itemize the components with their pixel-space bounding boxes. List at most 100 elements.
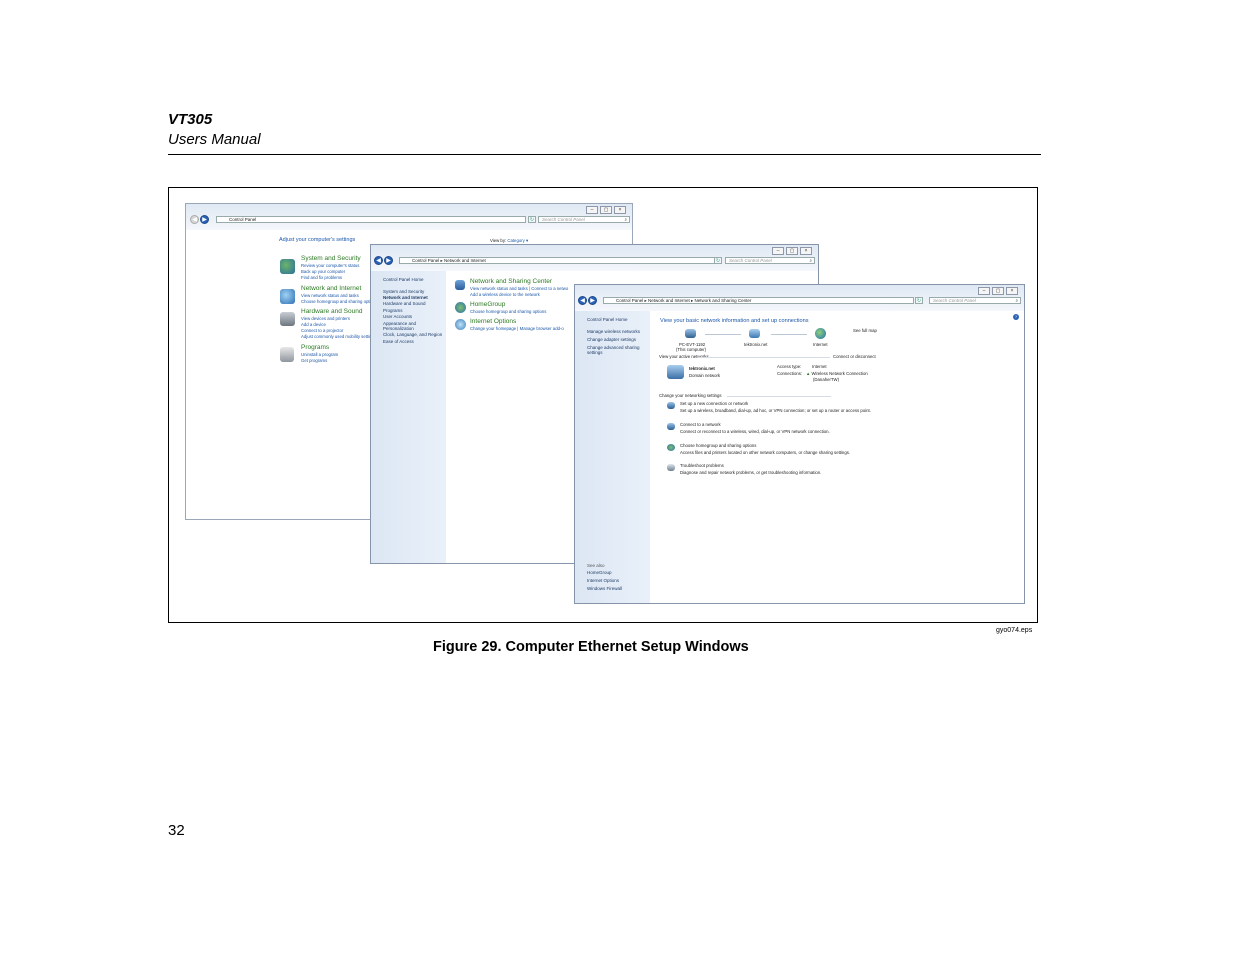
refresh-button[interactable]: ↻: [714, 257, 722, 264]
system-security-icon: [280, 259, 295, 274]
section-link[interactable]: Add a wireless device to the network: [470, 292, 540, 297]
close-button[interactable]: ×: [1006, 287, 1018, 295]
see-full-map-link[interactable]: See full map: [853, 328, 877, 333]
map-connector: [705, 334, 741, 335]
sidebar-item[interactable]: Ease of Access: [383, 339, 414, 344]
back-button[interactable]: ◀: [374, 256, 383, 265]
address-bar[interactable]: Control Panel ▸ Network and Internet: [399, 257, 716, 264]
back-button[interactable]: ◀: [578, 296, 587, 305]
refresh-button[interactable]: ↻: [915, 297, 923, 304]
address-bar[interactable]: Control Panel ▸ Network and Internet ▸ N…: [603, 297, 914, 304]
maximize-button[interactable]: ▢: [786, 247, 798, 255]
forward-button[interactable]: ▶: [384, 256, 393, 265]
address-bar[interactable]: Control Panel: [216, 216, 526, 223]
section-link[interactable]: View network status and tasks | Connect …: [470, 286, 569, 291]
category-link[interactable]: Add a device: [301, 322, 326, 327]
page-heading: Adjust your computer's settings: [279, 237, 356, 243]
globe-icon: [815, 328, 826, 339]
category-link[interactable]: Choose homegroup and sharing options: [301, 299, 378, 304]
category-link[interactable]: Uninstall a program: [301, 352, 339, 357]
maximize-button[interactable]: ▢: [992, 287, 1004, 295]
sidebar-item-home[interactable]: Control Panel Home: [383, 277, 424, 282]
see-also-link[interactable]: Windows Firewall: [587, 586, 623, 591]
sidebar-item[interactable]: Change adapter settings: [587, 337, 637, 342]
minimize-button[interactable]: –: [772, 247, 784, 255]
connections-label: Connections:: [777, 371, 803, 376]
back-button[interactable]: ◀: [190, 215, 199, 224]
connect-network-icon: [667, 423, 675, 430]
sidebar-item[interactable]: Clock, Language, and Region: [383, 332, 443, 337]
category-link[interactable]: View devices and printers: [301, 316, 350, 321]
section-title[interactable]: HomeGroup: [470, 301, 506, 308]
manual-title: VT305: [168, 111, 213, 128]
signal-icon: ▲: [806, 371, 811, 376]
sidebar-item[interactable]: System and Security: [383, 289, 425, 294]
refresh-button[interactable]: ↻: [528, 216, 536, 223]
page-heading: View your basic network information and …: [660, 318, 809, 324]
window-titlebar: –▢× ◀ ▶ Control Panel ▸ Network and Inte…: [575, 285, 1024, 311]
computer-icon: [685, 329, 696, 338]
category-link[interactable]: Connect to a projector: [301, 328, 344, 333]
task-link[interactable]: Connect to a network: [680, 422, 721, 427]
sidebar-item[interactable]: Programs: [383, 308, 403, 313]
minimize-button[interactable]: –: [978, 287, 990, 295]
sidebar-item[interactable]: User Accounts: [383, 314, 413, 319]
sidebar-item[interactable]: Change advanced sharing: [587, 345, 640, 350]
task-link[interactable]: Set up a new connection or network: [680, 401, 749, 406]
window-titlebar: –▢× ◀ ▶ Control Panel ↻ Search Control P…: [186, 204, 632, 230]
category-link[interactable]: Get programs: [301, 358, 328, 363]
minimize-button[interactable]: –: [586, 206, 598, 214]
access-type-value: Internet: [812, 364, 827, 369]
view-by-dropdown[interactable]: Category: [507, 238, 525, 243]
search-icon: ⌕: [1015, 298, 1018, 303]
search-input[interactable]: Search Control Panel⌕: [725, 257, 815, 264]
window-titlebar: –▢× ◀ ▶ Control Panel ▸ Network and Inte…: [371, 245, 818, 271]
forward-button[interactable]: ▶: [588, 296, 597, 305]
category-title[interactable]: Programs: [301, 344, 330, 351]
category-link[interactable]: Review your computer's status: [301, 263, 360, 268]
help-icon[interactable]: ?: [1013, 314, 1019, 320]
sidebar-item-selected[interactable]: Network and Internet: [383, 295, 428, 300]
section-link[interactable]: Choose homegroup and sharing options: [470, 309, 547, 314]
search-input[interactable]: Search Control Panel⌕: [538, 216, 630, 223]
connections-link-ssid[interactable]: (DanaherTW): [813, 377, 840, 382]
category-link[interactable]: View network status and tasks: [301, 293, 359, 298]
manual-subtitle: Users Manual: [168, 131, 261, 148]
category-title[interactable]: System and Security: [301, 255, 361, 262]
sidebar-item-home[interactable]: Control Panel Home: [587, 317, 628, 322]
network-name: tektronix.net: [689, 366, 715, 371]
category-link[interactable]: Adjust commonly used mobility settings: [301, 334, 376, 339]
network-icon: [749, 329, 760, 338]
close-button[interactable]: ×: [614, 206, 626, 214]
category-link[interactable]: Back up your computer: [301, 269, 346, 274]
figure-frame: –▢× ◀ ▶ Control Panel ↻ Search Control P…: [168, 187, 1038, 623]
access-type-label: Access type:: [777, 364, 802, 369]
network-type: Domain network: [689, 373, 721, 378]
figure-caption: Figure 29. Computer Ethernet Setup Windo…: [433, 639, 749, 655]
task-link[interactable]: Choose homegroup and sharing options: [680, 443, 757, 448]
task-link[interactable]: Troubleshoot problems: [680, 463, 724, 468]
maximize-button[interactable]: ▢: [600, 206, 612, 214]
connect-disconnect-link[interactable]: Connect or disconnect: [833, 354, 876, 359]
section-title[interactable]: Network and Sharing Center: [470, 278, 553, 285]
task-description: Access files and printers located on oth…: [680, 450, 851, 455]
sidebar-item[interactable]: Personalization: [383, 326, 414, 331]
section-title[interactable]: Internet Options: [470, 318, 517, 325]
category-title[interactable]: Network and Internet: [301, 285, 362, 292]
sidebar-item[interactable]: Manage wireless networks: [587, 329, 641, 334]
hardware-sound-icon: [280, 312, 295, 326]
search-icon: ⌕: [624, 217, 627, 222]
section-link[interactable]: Change your homepage | Manage browser ad…: [470, 326, 564, 331]
close-button[interactable]: ×: [800, 247, 812, 255]
category-link[interactable]: Find and fix problems: [301, 275, 343, 280]
page-number: 32: [168, 822, 185, 839]
connections-link[interactable]: ▲ Wireless Network Connection: [806, 371, 868, 376]
see-also-link[interactable]: HomeGroup: [587, 570, 612, 575]
forward-button[interactable]: ▶: [200, 215, 209, 224]
sidebar-item[interactable]: Hardware and Sound: [383, 301, 426, 306]
sidebar-item[interactable]: settings: [587, 350, 603, 355]
search-input[interactable]: Search Control Panel⌕: [929, 297, 1021, 304]
sidebar-item[interactable]: Appearance and: [383, 321, 417, 326]
category-title[interactable]: Hardware and Sound: [301, 308, 363, 315]
see-also-link[interactable]: Internet Options: [587, 578, 620, 583]
